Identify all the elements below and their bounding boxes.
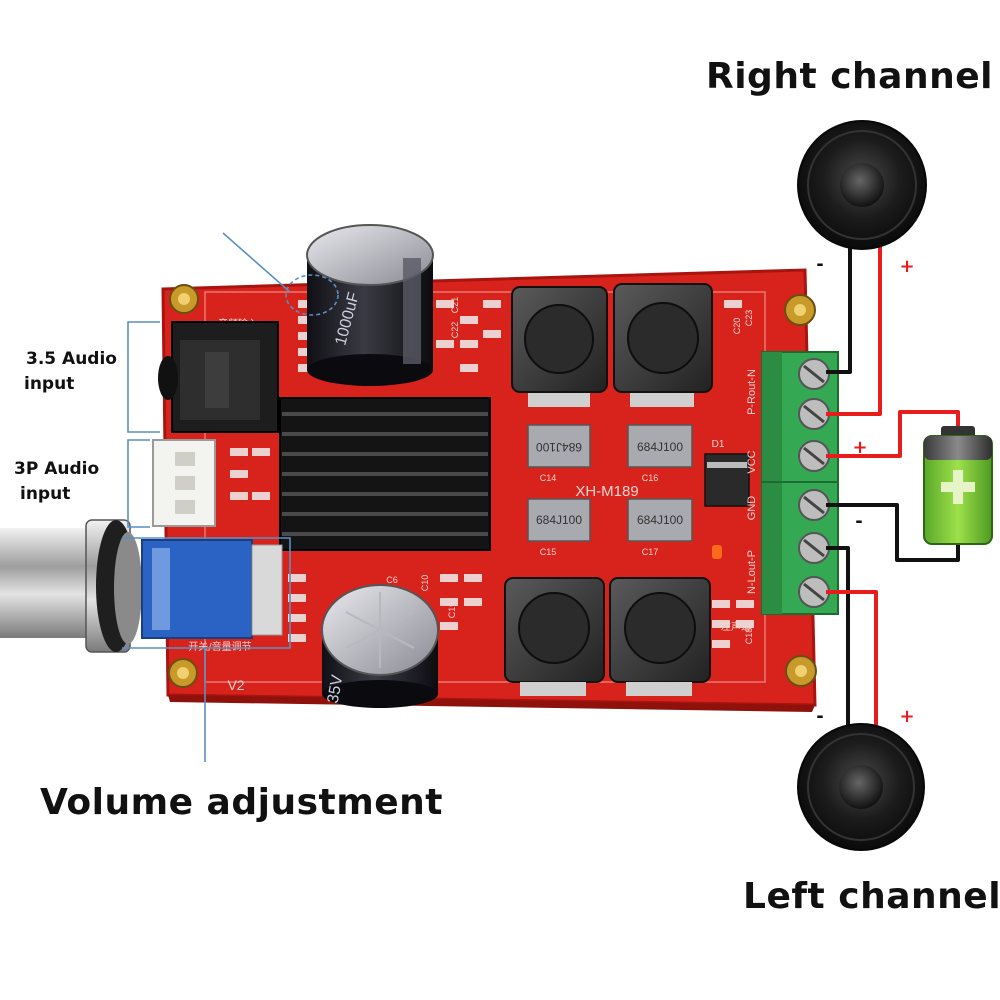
cap-label: C18 xyxy=(744,628,754,645)
leader-lines xyxy=(122,232,339,762)
cap-label: C21 xyxy=(450,297,460,314)
film-capacitor: 684J100 xyxy=(627,498,693,542)
cap-label: C23 xyxy=(744,310,754,327)
right-speaker-negative-wire xyxy=(826,235,852,374)
terminal-screw xyxy=(798,398,830,430)
cap-label: C19 xyxy=(447,602,457,619)
audio-35-input-label-line1: 3.5 Audio xyxy=(26,349,117,369)
jack-bracket xyxy=(127,321,160,433)
battery-icon xyxy=(923,426,993,545)
terminal-pin-label: N-Lout-P xyxy=(746,550,758,594)
film-capacitor: 684J100 xyxy=(527,498,591,542)
inductor xyxy=(613,283,713,407)
connector-bracket xyxy=(127,439,150,528)
terminal-screw xyxy=(798,489,830,521)
left-speaker-positive-wire xyxy=(826,590,878,755)
heatsink xyxy=(279,397,491,551)
film-capacitor-code: 684J100 xyxy=(637,440,683,454)
pot-bracket xyxy=(122,537,291,649)
polarity-minus: - xyxy=(855,511,862,532)
cap-label: C14 xyxy=(540,473,557,483)
cap-label: C10 xyxy=(420,575,430,592)
terminal-pin-label: VCC xyxy=(746,450,758,473)
capacitor-leader xyxy=(222,232,291,293)
diode-label: D1 xyxy=(712,439,725,450)
left-channel-label: Left channel xyxy=(743,876,1000,917)
film-capacitor: 684J100 xyxy=(627,424,693,468)
terminal-screw xyxy=(798,358,830,390)
electrolytic-capacitor: 35V xyxy=(321,584,439,708)
audio-3p-input-label-line1: 3P Audio xyxy=(14,459,100,479)
left-speaker-negative-wire xyxy=(826,546,850,757)
audio-3p-input-label-line2: input xyxy=(20,484,71,504)
film-capacitor-code: 684J100 xyxy=(536,513,582,527)
volume-adjustment-label: Volume adjustment xyxy=(40,782,443,823)
terminal-pin-label: P-Rout-N xyxy=(746,369,758,415)
cap-label: C22 xyxy=(450,322,460,339)
mounting-screw xyxy=(168,658,198,688)
inductor xyxy=(504,577,605,696)
polarity-plus: + xyxy=(899,256,914,277)
battery-positive-wire xyxy=(826,410,960,458)
polarity-plus: + xyxy=(852,437,867,458)
speaker-icon xyxy=(797,120,927,250)
audio-35-input-label-line2: input xyxy=(24,374,75,394)
battery-negative-wire xyxy=(826,503,960,562)
film-capacitor-code: 684J100 xyxy=(637,513,683,527)
wiring xyxy=(826,235,960,757)
film-capacitor: 684J100 xyxy=(527,424,591,468)
terminal-screw xyxy=(798,440,830,472)
inductor xyxy=(511,286,608,407)
capacitor-highlight xyxy=(285,274,339,316)
power-led xyxy=(712,545,722,559)
right-speaker-positive-wire xyxy=(826,237,882,416)
terminal-pin-label: GND xyxy=(746,496,758,521)
left-silk-label: 左声道 xyxy=(721,620,751,633)
polarity-minus: - xyxy=(816,254,823,275)
cap-label: C20 xyxy=(732,318,742,335)
speaker-icon xyxy=(797,723,925,851)
mounting-screw xyxy=(785,655,817,687)
capacitor-voltage-label: 35V xyxy=(325,673,347,704)
mounting-screw xyxy=(784,294,816,326)
volume-potentiometer xyxy=(0,519,283,653)
inductor xyxy=(609,577,711,696)
polarity-plus: + xyxy=(899,706,914,727)
cap-label: C17 xyxy=(642,547,659,557)
right-channel-label: Right channel xyxy=(706,56,993,97)
switch-silk-label: 开关/音量调节 xyxy=(188,640,251,653)
cap-label: C16 xyxy=(642,473,659,483)
diode xyxy=(704,453,750,507)
cap-label: C15 xyxy=(540,547,557,557)
terminal-screw xyxy=(798,532,830,564)
board-version-label: V2 xyxy=(227,677,244,693)
terminal-screw xyxy=(798,576,830,608)
board-model-label: XH-M189 xyxy=(575,483,638,500)
mounting-screw xyxy=(169,284,199,314)
terminal-block xyxy=(761,351,839,615)
electrolytic-capacitor: 1000uF xyxy=(306,224,434,386)
audio-jack-35 xyxy=(158,321,279,433)
cap-label: C6 xyxy=(386,575,398,585)
film-capacitor-code: 684J100 xyxy=(536,440,582,454)
polarity-minus: - xyxy=(816,706,823,727)
3p-connector xyxy=(152,439,216,527)
